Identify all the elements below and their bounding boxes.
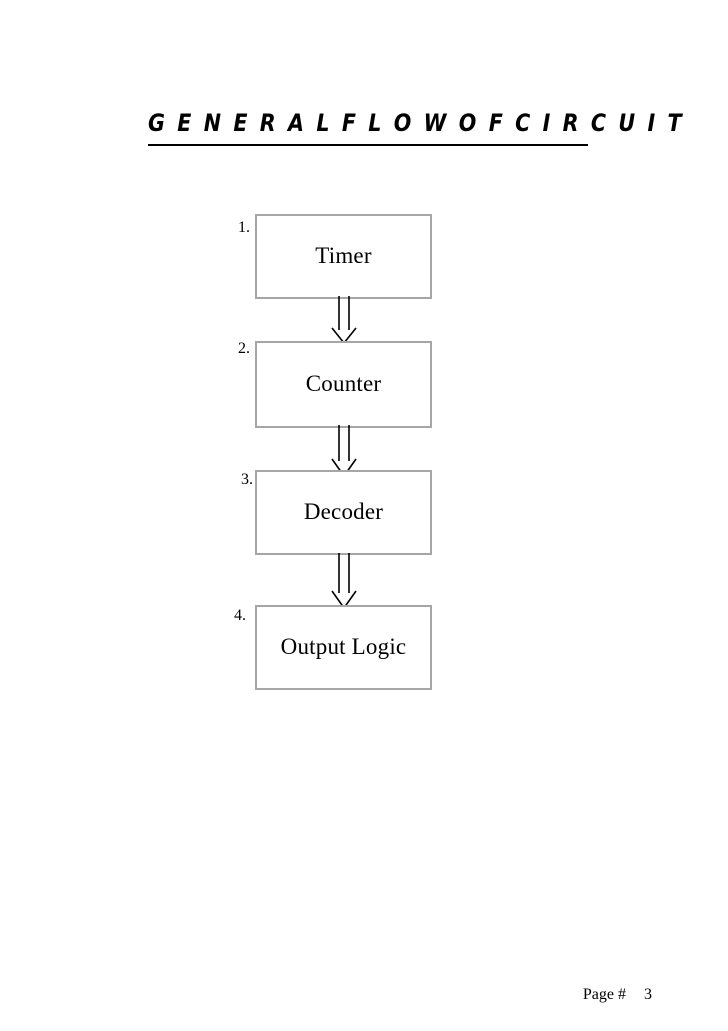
footer-page-number: 3 [644,986,652,1003]
flow-node-output-logic[interactable]: Output Logic [255,605,432,690]
flow-node-timer[interactable]: Timer [255,214,432,299]
flow-node-label: Decoder [303,499,384,524]
footer-page-label: Page # [582,986,626,1003]
node-number-2: 2. [238,340,250,357]
flow-node-decoder[interactable]: Decoder [255,470,432,555]
flow-node-label: Output Logic [280,634,407,659]
flow-node-label: Counter [305,371,382,396]
flow-node-counter[interactable]: Counter [255,341,432,428]
flow-arrow-decoder-to-output-logic [320,553,368,613]
page-footer: Page # 3 [430,968,652,1022]
title-underline-rule [148,144,588,146]
node-number-4: 4. [234,607,246,624]
flow-node-label: Timer [315,243,372,268]
node-number-3: 3. [241,471,253,488]
node-number-1: 1. [238,219,250,236]
